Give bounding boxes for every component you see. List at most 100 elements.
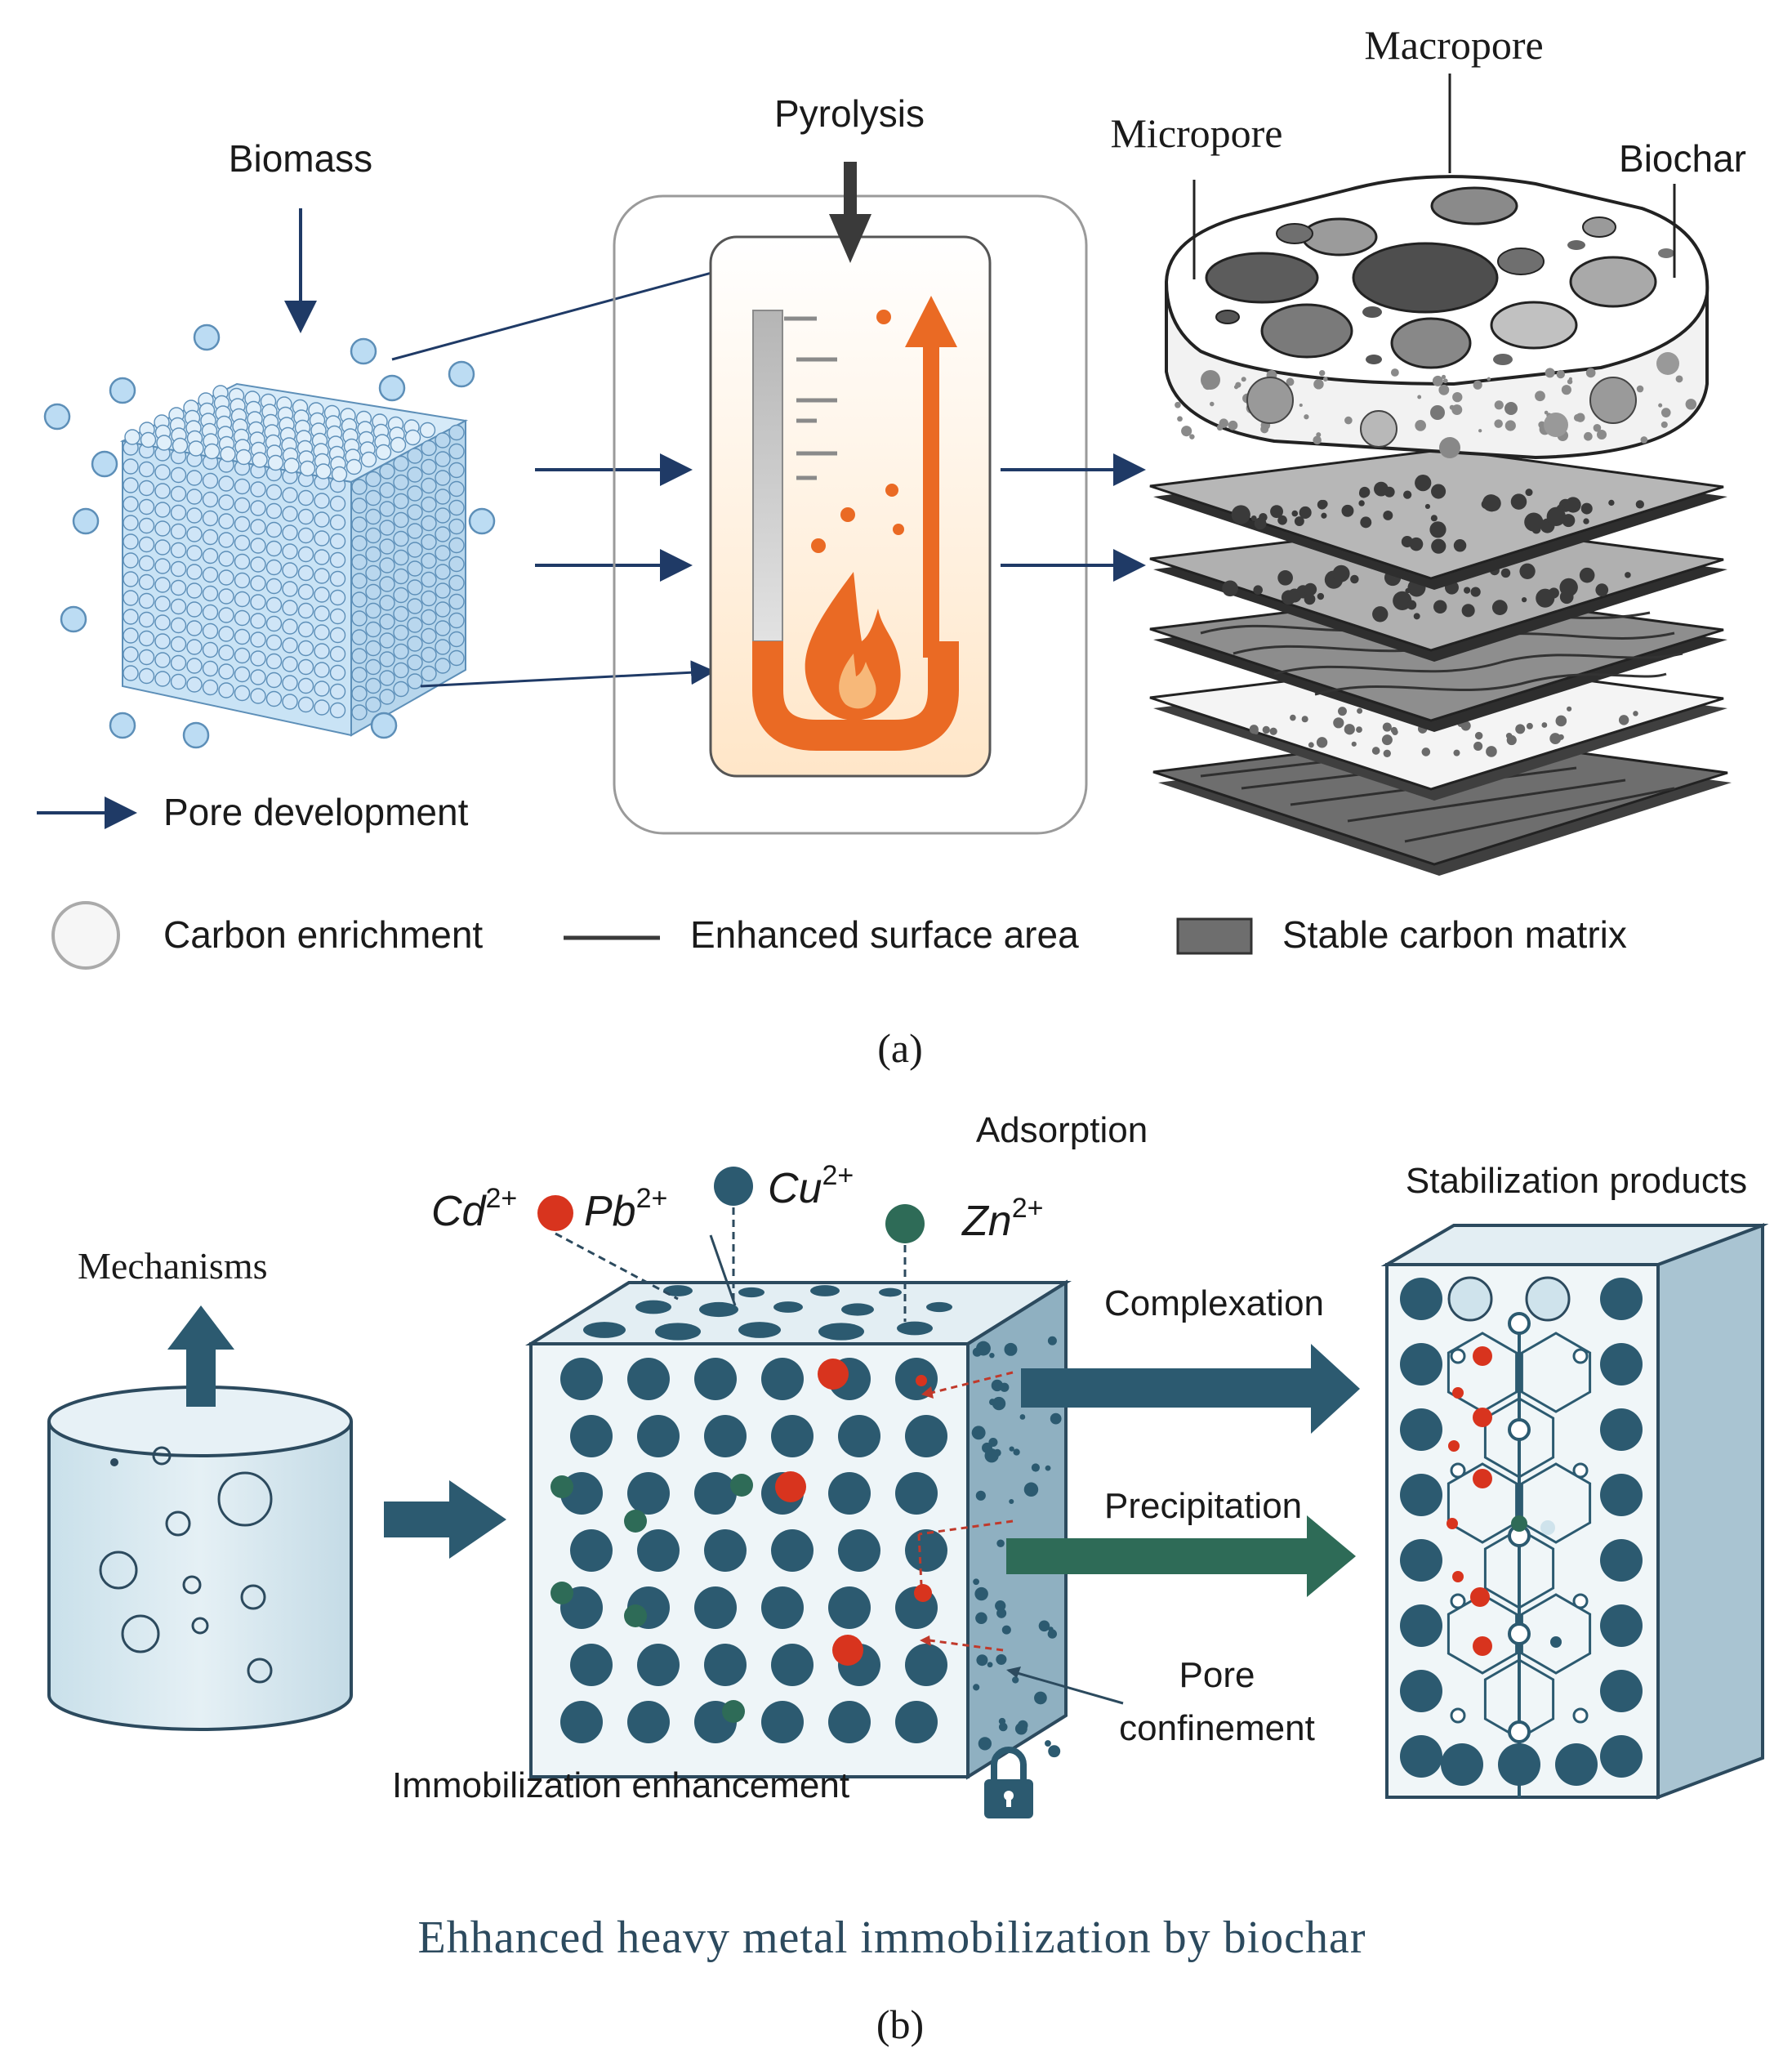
biomass-bead [448, 443, 465, 460]
block-speckle [1593, 424, 1602, 432]
biomass-bead [365, 658, 381, 676]
layer-pore [1277, 515, 1287, 525]
adsorbent-site [560, 1358, 603, 1400]
biomass-bead [265, 484, 283, 501]
biomass-bead [365, 546, 381, 563]
block-speckle [1544, 410, 1549, 415]
biomass-bead [154, 539, 171, 556]
side-pore [989, 1399, 996, 1406]
layer-pore [1332, 564, 1350, 582]
biomass-bead [379, 651, 395, 667]
biomass-bead [365, 640, 381, 657]
biomass-bead [448, 574, 465, 591]
biomass-bead [435, 658, 451, 674]
layer-pore [1358, 489, 1369, 498]
adsorbent-site [895, 1472, 938, 1515]
biomass-bead [154, 633, 171, 649]
precipitated-ion [1511, 1515, 1527, 1532]
layer-pore [1506, 734, 1517, 746]
biomass-bead [351, 573, 368, 589]
block-speckle [1260, 425, 1269, 434]
column-node [1450, 1707, 1466, 1724]
biomass-particle [468, 507, 496, 535]
block-speckle [1473, 380, 1482, 390]
biomass-bead [435, 526, 451, 542]
layer-porous-1 [1149, 448, 1727, 590]
biomass-bead [265, 540, 283, 557]
biomass-bead [250, 650, 266, 667]
biomass-bead [421, 477, 437, 494]
biomass-bead [314, 624, 330, 640]
side-pore [1047, 1629, 1058, 1639]
block-speckle [1432, 375, 1443, 386]
column-site [1400, 1604, 1442, 1647]
layer-pore [1269, 727, 1277, 735]
column-site [1600, 1474, 1643, 1516]
biomass-bead [351, 704, 368, 721]
biomass-bead [250, 575, 266, 591]
side-pore [1038, 1620, 1050, 1632]
biomass-bead [154, 671, 171, 687]
block-speckle [1228, 420, 1238, 431]
biomass-bead [140, 431, 157, 448]
side-pore [1023, 1482, 1039, 1497]
layer-pore [1531, 524, 1541, 534]
biomass-bead [351, 498, 368, 514]
column-node [1572, 1593, 1589, 1609]
block-speckle [1545, 368, 1555, 378]
biomass-bead [448, 612, 465, 629]
biomass-bead [170, 636, 187, 653]
block-speckle [1417, 395, 1422, 399]
block-speckle [1233, 385, 1239, 390]
layer-pore [1579, 567, 1595, 583]
cd-ion-label: Cd2+ [431, 1183, 517, 1235]
cube-to-reactor-line-bottom [420, 660, 715, 688]
layer-pore [1409, 537, 1424, 551]
biomass-bead [329, 570, 346, 587]
zn-ion-adsorbed [551, 1475, 573, 1498]
layer-pore [1633, 711, 1638, 716]
biomass-bead [314, 530, 330, 547]
biomass-bead [393, 587, 409, 604]
layer-pore [1357, 707, 1363, 714]
biomass-bead [379, 501, 395, 517]
biomass-bead [218, 513, 234, 529]
biomass-bead [234, 497, 251, 514]
biomass-bead [314, 568, 330, 584]
layer-pore [1536, 588, 1555, 608]
immobilization-enhancement-label: Immobilization enhancement [392, 1765, 849, 1805]
complex-ring [1520, 1332, 1592, 1413]
metal-ions: Cd2+ Pb2+ Cu2+ Zn2+ [431, 1160, 1043, 1322]
block-speckle [1210, 401, 1215, 407]
biomass-bead [448, 649, 465, 667]
biomass-bead [172, 437, 189, 454]
biomass-bead [329, 533, 346, 550]
biomass-bead [331, 466, 348, 483]
layer-pore [1250, 515, 1257, 521]
layer-pore [1350, 574, 1359, 584]
biomass-bead [170, 542, 187, 559]
layer-pore [1549, 733, 1562, 744]
biomass-bead [329, 645, 346, 663]
biomass-bead [407, 485, 423, 502]
biomass-bead [250, 688, 266, 704]
top-pore [655, 1323, 701, 1341]
biomass-bead [421, 571, 437, 588]
biomass-bead [170, 523, 187, 540]
block-speckle [1494, 400, 1504, 410]
biomass-bead [448, 593, 465, 610]
side-pore [976, 1654, 988, 1667]
column-site [1441, 1743, 1483, 1786]
precipitated-ion [1470, 1587, 1490, 1607]
biomass-bead [202, 491, 219, 508]
side-pore [975, 1490, 986, 1501]
column-node [1450, 1593, 1466, 1609]
biomass-bead [314, 493, 330, 509]
top-pore [738, 1287, 764, 1298]
biomass-bead [234, 534, 251, 551]
biomass-bead [435, 620, 451, 636]
adsorbent-site [895, 1701, 938, 1743]
biomass-bead [329, 589, 346, 606]
biomass-bead [435, 639, 451, 655]
biomass-bead [435, 432, 451, 448]
